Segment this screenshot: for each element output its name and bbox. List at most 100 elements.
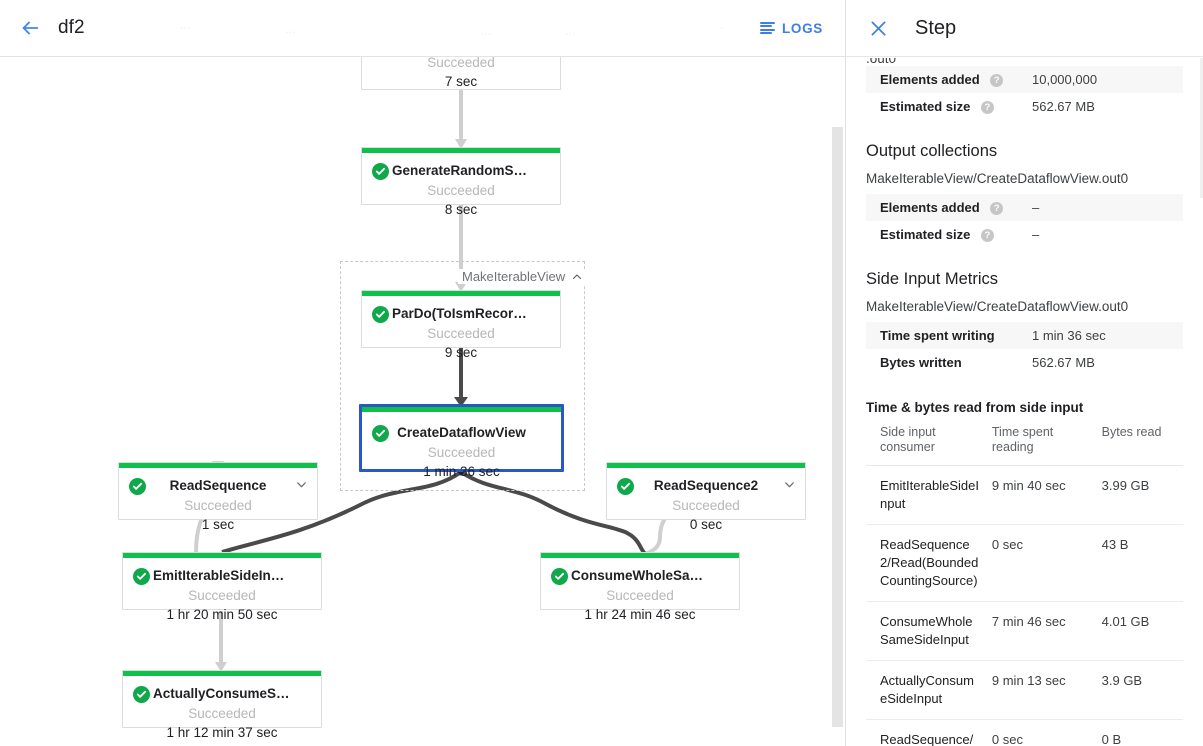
ghost-text-3: ... <box>480 23 491 38</box>
table-row: EmitIterableSideInput 9 min 40 sec 3.99 … <box>866 465 1183 526</box>
cell-time: 0 sec <box>985 524 1098 603</box>
graph-node-actually-consume-side-input[interactable]: ActuallyConsumeSideI… Succeeded 1 hr 12 … <box>122 670 322 740</box>
step-panel-header: Step <box>846 0 1203 57</box>
success-check-icon <box>372 163 389 180</box>
node-duration: 1 hr 12 min 37 sec <box>166 725 278 740</box>
composite-group-label[interactable]: MakeIterableView <box>458 269 588 284</box>
composite-group-label-text: MakeIterableView <box>462 269 566 284</box>
close-icon[interactable] <box>866 16 890 40</box>
output-collections-heading: Output collections <box>866 142 998 161</box>
table-row: Estimated size ? – <box>866 221 1183 248</box>
success-check-icon <box>129 478 146 495</box>
cell-bytes: 3.9 GB <box>1097 660 1183 721</box>
step-panel-body[interactable]: .out0 Elements added ? 10,000,000 Estima… <box>846 58 1203 746</box>
table-row: ConsumeWholeSameSideInput 7 min 46 sec 4… <box>866 601 1183 662</box>
node-status: Succeeded <box>188 588 256 603</box>
cell-consumer: ActuallyConsumeSideInput <box>866 660 986 721</box>
ghost-text-2: ... <box>285 21 296 36</box>
node-status: Succeeded <box>427 326 495 341</box>
node-status: Succeeded <box>427 57 495 70</box>
node-title: ParDo(ToIsmRecordFor… <box>392 306 557 321</box>
step-details-panel: Step .out0 Elements added ? 10,000,000 <box>845 0 1203 746</box>
node-status-bar <box>362 407 561 412</box>
metric-key: Estimated size ? <box>866 221 1032 248</box>
table-row: ActuallyConsumeSideInput 9 min 13 sec 3.… <box>866 660 1183 721</box>
input-metrics-table: Elements added ? 10,000,000 Estimated si… <box>866 66 1183 120</box>
column-header-consumer: Side input consumer <box>866 417 986 467</box>
help-icon[interactable]: ? <box>980 101 994 115</box>
success-check-icon <box>372 425 389 442</box>
chevron-down-icon[interactable] <box>783 478 796 491</box>
graph-canvas[interactable]: MakeIterableView Succeeded 7 sec Generat… <box>0 57 845 746</box>
side-input-collection-name: MakeIterableView/CreateDataflowView.out0 <box>866 299 1129 315</box>
metric-value: – <box>1032 227 1040 243</box>
node-duration: 1 hr 24 min 46 sec <box>584 607 696 622</box>
graph-node-read-sequence[interactable]: ReadSequence Succeeded 1 sec <box>118 462 318 532</box>
output-metrics-table: Elements added ? – Estimated size ? – <box>866 194 1183 248</box>
node-duration: 1 hr 20 min 50 sec <box>166 607 278 622</box>
truncated-collection-name: .out0 <box>866 58 897 66</box>
step-panel-title: Step <box>915 16 957 39</box>
cell-consumer: ConsumeWholeSameSideInput <box>866 601 986 662</box>
help-icon[interactable]: ? <box>990 202 1004 216</box>
graph-node-partial-top[interactable]: Succeeded 7 sec <box>361 57 561 90</box>
metric-value: 562.67 MB <box>1032 355 1095 371</box>
metric-key: Time spent writing <box>866 322 1032 350</box>
back-arrow-icon[interactable] <box>16 14 44 42</box>
node-duration: 1 sec <box>201 517 235 532</box>
node-title: CreateDataflowView <box>397 425 526 440</box>
help-icon[interactable]: ? <box>990 74 1004 88</box>
table-row: Time spent writing 1 min 36 sec <box>866 322 1183 350</box>
panel-vertical-scrollbar[interactable] <box>1200 58 1203 198</box>
metric-key-label: Estimated size <box>880 99 971 115</box>
graph-node-emit-iterable-side-input[interactable]: EmitIterableSideInput Succeeded 1 hr 20 … <box>122 552 322 622</box>
help-icon[interactable]: ? <box>980 229 994 243</box>
node-status: Succeeded <box>427 183 495 198</box>
chevron-down-icon[interactable] <box>295 478 308 491</box>
graph-node-create-dataflow-view[interactable]: CreateDataflowView Succeeded 1 min 36 se… <box>359 404 564 479</box>
cell-bytes: 4.01 GB <box>1097 601 1183 662</box>
graph-node-consume-whole-same-side-input[interactable]: ConsumeWholeSameSi… Succeeded 1 hr 24 mi… <box>540 552 740 622</box>
graph-node-generate-random-si-data[interactable]: GenerateRandomSIData Succeeded 8 sec <box>361 147 561 217</box>
metric-key-label: Elements added <box>880 72 980 87</box>
node-status: Succeeded <box>427 445 496 460</box>
metric-value: 10,000,000 <box>1032 66 1183 94</box>
node-status-bar <box>362 291 560 296</box>
table-row: ReadSequence2/Read(BoundedCountingSource… <box>866 524 1183 603</box>
cell-consumer: ReadSequence2/Read(BoundedCountingSource… <box>866 524 986 603</box>
cell-consumer: ReadSequence/Read(BoundedCountingSource) <box>866 719 986 746</box>
node-status: Succeeded <box>672 498 740 513</box>
cell-bytes: 3.99 GB <box>1097 465 1183 526</box>
faded-breadcrumb-placeholder: ... ... ... ... . <box>170 17 730 38</box>
ghost-text-5: . <box>720 17 724 32</box>
table-row: Elements added ? 10,000,000 <box>866 66 1183 94</box>
graph-node-pardo-to-ism-record[interactable]: ParDo(ToIsmRecordFor… Succeeded 9 sec <box>361 290 561 360</box>
composite-group-makeiterableview[interactable] <box>340 261 585 491</box>
metric-key: Elements added ? <box>866 194 1032 222</box>
node-status-bar <box>362 148 560 153</box>
metric-key: Bytes written <box>880 355 962 371</box>
node-status-bar <box>123 671 321 676</box>
node-status: Succeeded <box>188 706 256 721</box>
table-row: Elements added ? – <box>866 194 1183 222</box>
ghost-text-4: ... <box>565 23 576 38</box>
node-title: ReadSequence2 <box>653 478 759 493</box>
job-graph-panel: df2 ... ... ... ... . LOGS <box>0 0 845 746</box>
node-duration: 8 sec <box>444 202 478 217</box>
cell-consumer: EmitIterableSideInput <box>866 465 986 526</box>
top-bar: df2 ... ... ... ... . LOGS <box>0 0 845 57</box>
cell-bytes: 43 B <box>1097 524 1183 603</box>
side-input-read-table-title: Time & bytes read from side input <box>866 400 1084 416</box>
node-title: EmitIterableSideInput <box>153 568 292 583</box>
cell-time: 7 min 46 sec <box>985 601 1098 662</box>
chevron-up-icon[interactable] <box>571 271 583 283</box>
logs-button[interactable]: LOGS <box>759 21 823 36</box>
success-check-icon <box>551 568 568 585</box>
node-status: Succeeded <box>606 588 674 603</box>
cell-time: 0 sec <box>985 719 1098 746</box>
ghost-text-1: ... <box>180 17 191 32</box>
graph-node-read-sequence-2[interactable]: ReadSequence2 Succeeded 0 sec <box>606 462 806 532</box>
metric-key-label: Estimated size <box>880 227 971 243</box>
job-name-title: df2 <box>58 17 85 38</box>
graph-vertical-scrollbar[interactable] <box>832 127 843 727</box>
